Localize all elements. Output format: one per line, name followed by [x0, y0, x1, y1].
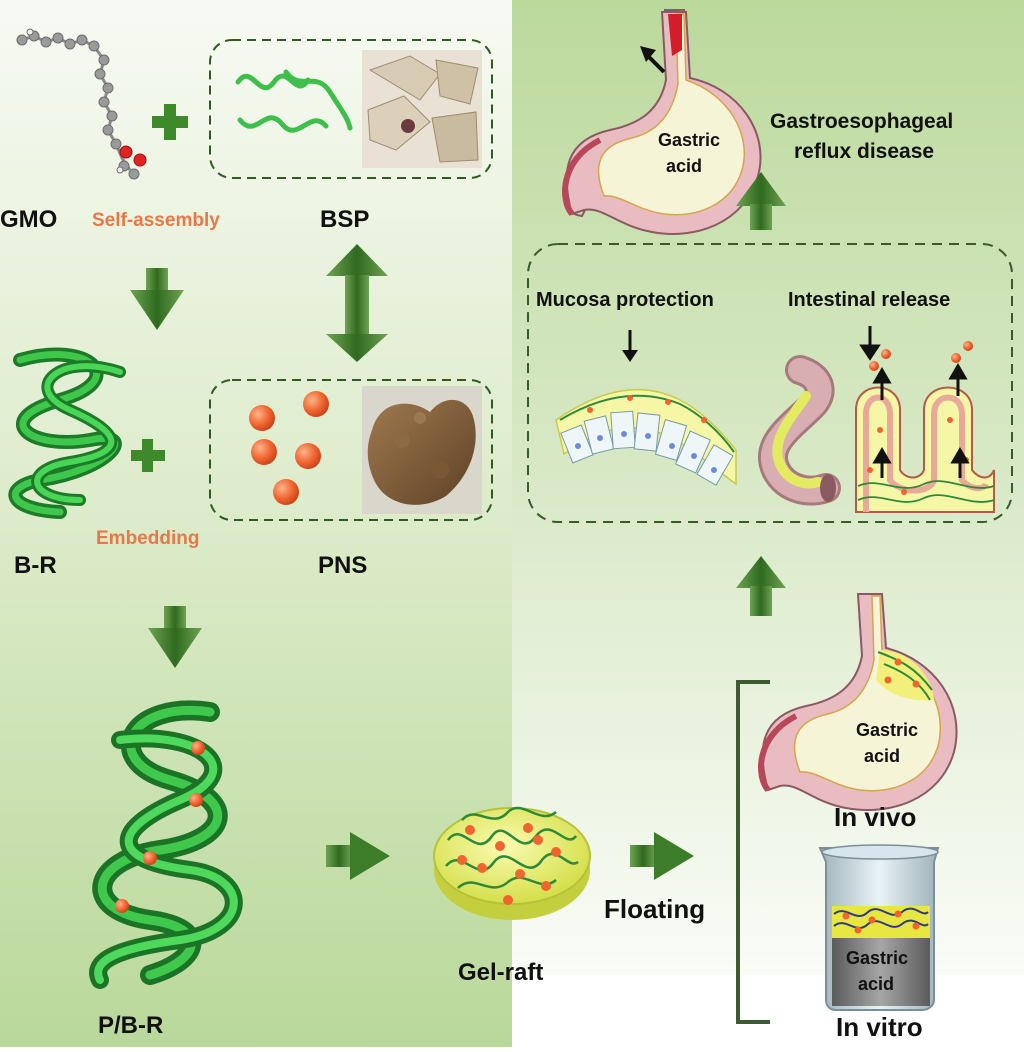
plus-icon — [152, 104, 188, 140]
gastric-acid-vitro-line2: acid — [858, 974, 894, 994]
right-arrow-icon-2 — [630, 832, 694, 880]
pns-ginseng-photo — [362, 386, 482, 514]
intestine-tube — [758, 355, 841, 506]
gmo-label: GMO — [0, 206, 57, 233]
released-particles — [869, 341, 973, 371]
pbr-particles — [115, 741, 205, 913]
in-vitro-label: In vitro — [836, 1012, 923, 1042]
gel-raft-label: Gel-raft — [458, 959, 543, 986]
plus-icon-2 — [131, 439, 165, 472]
pns-dashed-box — [209, 379, 493, 521]
right-arrow-icon — [326, 832, 390, 880]
gerd-label-line1: Gastroesophageal — [770, 110, 953, 133]
in-vivo-label: In vivo — [834, 802, 916, 832]
bsp-tuber-photo — [362, 50, 482, 168]
down-arrow-icon-2 — [148, 606, 202, 668]
effects-dashed-box — [527, 243, 1013, 523]
mucosa-protection-label: Mucosa protection — [536, 289, 714, 311]
down-arrow-icon — [130, 268, 184, 330]
embedding-label: Embedding — [96, 528, 199, 549]
mucosa-epithelium — [555, 388, 737, 486]
intestinal-release-label: Intestinal release — [788, 289, 950, 311]
gastric-acid-vivo-line2: acid — [864, 746, 900, 766]
self-assembly-label: Self-assembly — [92, 210, 220, 231]
pns-particles — [249, 391, 329, 505]
up-arrow-icon — [736, 172, 786, 230]
gastric-acid-top-line2: acid — [666, 156, 702, 176]
br-helix — [8, 347, 126, 519]
bsp-dashed-box — [209, 39, 493, 179]
gastric-acid-vitro-line1: Gastric — [846, 948, 908, 968]
bsp-polysaccharide-strands — [235, 69, 353, 133]
gastric-acid-top-line1: Gastric — [658, 130, 720, 150]
gel-raft-dish — [433, 806, 591, 920]
bracket — [736, 680, 770, 1024]
gastric-acid-vivo-line1: Gastric — [856, 720, 918, 740]
mucosa-down-arrow-icon — [622, 330, 638, 362]
pbr-label: P/B-R — [98, 1012, 163, 1039]
bsp-label: BSP — [320, 206, 369, 233]
up-arrow-icon-2 — [736, 556, 786, 616]
gmo-molecule — [16, 28, 147, 180]
pbr-helix — [89, 700, 243, 989]
pns-label: PNS — [318, 552, 367, 579]
stomach-in-vivo — [758, 593, 958, 811]
floating-label: Floating — [604, 894, 705, 924]
gerd-label-line2: reflux disease — [794, 140, 934, 163]
release-arrows-icon — [859, 326, 970, 478]
reflux-arrow-icon — [640, 46, 666, 74]
beaker-in-vitro — [818, 844, 940, 1011]
br-label: B-R — [14, 552, 57, 579]
stomach-gerd — [562, 9, 762, 235]
double-arrow-icon — [326, 244, 388, 362]
